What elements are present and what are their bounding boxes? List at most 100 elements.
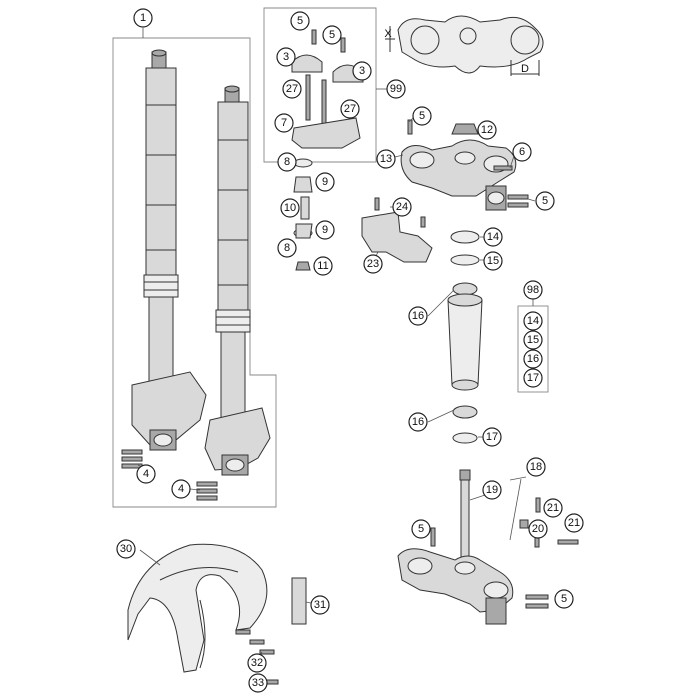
callout-99: 99	[386, 79, 406, 99]
callout-15-a-label: 15	[487, 255, 499, 267]
callout-24: 24	[392, 197, 412, 217]
callout-5-e: 5	[411, 519, 431, 539]
seal-ring-17	[452, 432, 478, 444]
callout-17-a: 17	[523, 368, 543, 388]
callout-11-label: 11	[317, 260, 328, 272]
callout-32-label: 32	[251, 657, 263, 669]
callout-14-a: 14	[483, 227, 503, 247]
upper-triple-clamp	[400, 139, 517, 211]
callout-98: 98	[523, 280, 543, 300]
dust-seal-14	[450, 230, 480, 244]
callout-27-b-label: 27	[344, 103, 356, 115]
callout-7-label: 7	[281, 117, 287, 129]
callout-9-a-label: 9	[322, 176, 328, 188]
callout-11: 11	[313, 256, 333, 276]
callout-5-a: 5	[290, 11, 310, 31]
callout-9-a: 9	[315, 172, 335, 192]
dimension-d-label: D	[521, 63, 529, 75]
lower-clamp-bolts	[430, 497, 579, 609]
fork-group-box	[112, 37, 277, 508]
top-nut-12	[451, 123, 479, 135]
callout-1-label: 1	[140, 12, 146, 24]
callout-16-a-label: 16	[527, 353, 539, 365]
fork-leg-left	[131, 49, 207, 451]
callout-15-b-label: 15	[527, 334, 539, 346]
callout-8-b-label: 8	[284, 242, 290, 254]
callout-8-b: 8	[277, 238, 297, 258]
callout-27-a: 27	[282, 79, 302, 99]
bearing-16-upper	[452, 282, 478, 296]
fender-pad-31	[291, 577, 307, 625]
callout-14-b-label: 14	[527, 315, 539, 327]
callout-15-b: 15	[523, 330, 543, 350]
fork-leg-right	[204, 85, 271, 476]
callout-5-a-label: 5	[297, 15, 303, 27]
dimension-x: X	[384, 26, 395, 52]
callout-14-a-label: 14	[487, 231, 499, 243]
callout-16-b-label: 16	[412, 310, 424, 322]
callout-17-b-label: 17	[486, 431, 498, 443]
callout-6-label: 6	[519, 146, 525, 158]
clamp-base	[291, 117, 361, 149]
washer-8a	[293, 158, 313, 168]
callout-21-a: 21	[543, 498, 563, 518]
callout-10: 10	[280, 198, 300, 218]
bracket-screws	[374, 197, 426, 228]
callout-5-d-label: 5	[542, 195, 548, 207]
callout-17-b: 17	[482, 427, 502, 447]
spacer-10	[300, 196, 310, 220]
callout-18-label: 18	[530, 461, 542, 473]
axle-bolts-left	[121, 449, 143, 469]
callout-8-a: 8	[277, 152, 297, 172]
dimension-x-label: X	[384, 28, 392, 40]
callout-33-label: 33	[252, 677, 264, 689]
callout-27-a-label: 27	[286, 83, 298, 95]
front-fender-30	[127, 543, 268, 673]
callout-99-label: 99	[390, 83, 402, 95]
callout-19: 19	[482, 480, 502, 500]
callout-4-b-label: 4	[178, 483, 184, 495]
callout-31-label: 31	[314, 599, 326, 611]
callout-13: 13	[376, 149, 396, 169]
seal-ring-15	[450, 254, 480, 266]
callout-5-d: 5	[535, 191, 555, 211]
callout-5-c-label: 5	[419, 110, 425, 122]
steering-head-tube	[447, 293, 483, 391]
callout-13-label: 13	[380, 153, 392, 165]
callout-12-label: 12	[481, 124, 493, 136]
callout-14-b: 14	[523, 311, 543, 331]
callout-30: 30	[116, 539, 136, 559]
callout-15-a: 15	[483, 251, 503, 271]
callout-18: 18	[526, 457, 546, 477]
bracket-23	[361, 211, 433, 263]
callout-23-label: 23	[367, 258, 379, 270]
callout-8-a-label: 8	[284, 156, 290, 168]
callout-19-label: 19	[486, 484, 498, 496]
callout-4-a-label: 4	[143, 468, 149, 480]
callout-7: 7	[274, 113, 294, 133]
callout-17-a-label: 17	[527, 372, 539, 384]
callout-16-a: 16	[523, 349, 543, 369]
upper-triple-clamp-top-view	[397, 15, 544, 74]
callout-3-a: 3	[276, 47, 296, 67]
bushing-9a	[293, 176, 313, 193]
callout-5-b: 5	[322, 25, 342, 45]
callout-23: 23	[363, 254, 383, 274]
callout-20: 20	[528, 519, 548, 539]
callout-33: 33	[248, 673, 268, 693]
callout-21-a-label: 21	[547, 502, 559, 514]
bushing-9b	[295, 223, 313, 239]
callout-21-b: 21	[564, 513, 584, 533]
bearing-16-lower	[452, 405, 478, 419]
callout-98-label: 98	[527, 284, 539, 296]
callout-5-c: 5	[412, 106, 432, 126]
clamp-caps	[291, 54, 364, 83]
callout-3-b: 3	[352, 61, 372, 81]
callout-16-c-label: 16	[412, 416, 424, 428]
callout-4-a: 4	[136, 464, 156, 484]
nut-11	[295, 261, 311, 271]
callout-16-b: 16	[408, 306, 428, 326]
callout-5-b-label: 5	[329, 29, 335, 41]
